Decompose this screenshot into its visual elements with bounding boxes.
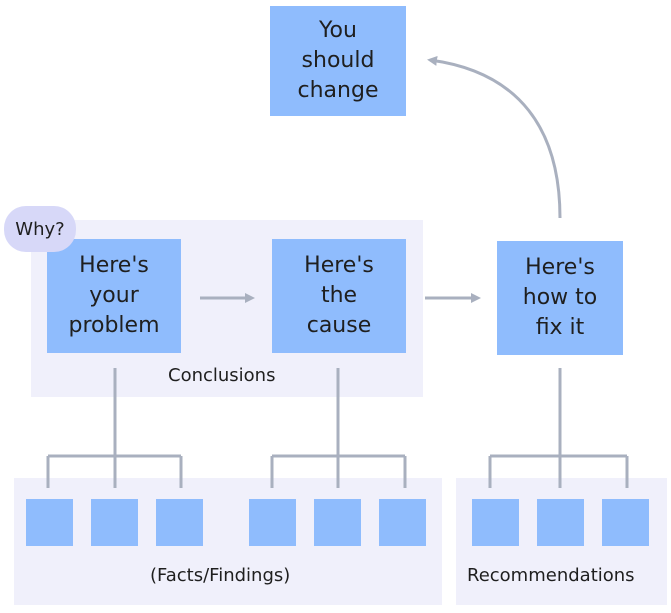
- recommendations-label: Recommendations: [467, 565, 635, 586]
- why-bubble: Why?: [4, 206, 76, 252]
- recommendation-box: [537, 499, 584, 546]
- fact-box: [249, 499, 296, 546]
- recommendation-box: [602, 499, 649, 546]
- the-cause-box: Here's the cause: [272, 239, 406, 353]
- facts-panel: [14, 478, 442, 605]
- you-should-change-box: You should change: [270, 6, 406, 116]
- fact-box: [156, 499, 203, 546]
- facts-findings-label: (Facts/Findings): [150, 565, 291, 586]
- fact-box: [379, 499, 426, 546]
- fact-box: [314, 499, 361, 546]
- your-problem-box: Here's your problem: [47, 239, 181, 353]
- how-to-fix-box: Here's how to fix it: [497, 241, 623, 355]
- conclusions-label: Conclusions: [168, 365, 276, 386]
- recommendation-box: [472, 499, 519, 546]
- fact-box: [91, 499, 138, 546]
- fact-box: [26, 499, 73, 546]
- arrow-fix-to-change: [427, 55, 562, 219]
